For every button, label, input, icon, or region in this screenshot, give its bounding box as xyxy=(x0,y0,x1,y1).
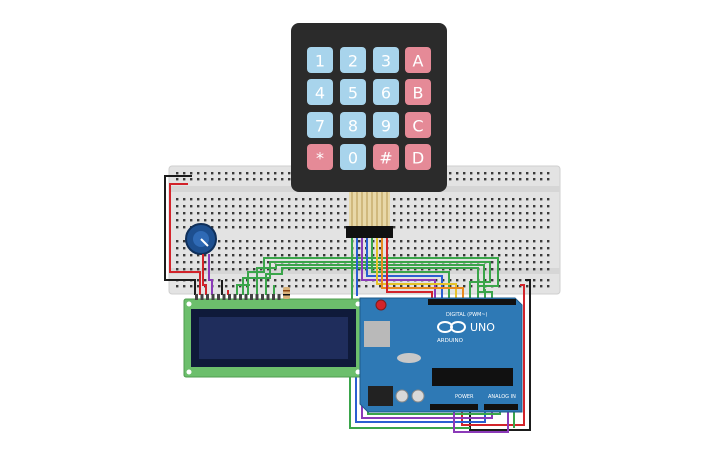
keypad-key-3[interactable]: 3 xyxy=(373,47,399,73)
keypad-key-7[interactable]: 7 xyxy=(307,112,333,138)
keypad-key-label: * xyxy=(316,149,324,168)
keypad-key-label: 9 xyxy=(381,117,391,136)
keypad-key-label: 2 xyxy=(348,52,358,71)
keypad-key-label: # xyxy=(379,149,392,168)
keypad-key-a[interactable]: A xyxy=(405,47,431,73)
keypad-key-c[interactable]: C xyxy=(405,112,431,138)
keypad-key-9[interactable]: 9 xyxy=(373,112,399,138)
keypad-key-star[interactable]: * xyxy=(307,144,333,170)
keypad-key-label: 1 xyxy=(315,52,325,71)
keypad-key-b[interactable]: B xyxy=(405,79,431,105)
potentiometer[interactable] xyxy=(185,223,217,255)
power-jack xyxy=(368,386,393,406)
keypad-key-2[interactable]: 2 xyxy=(340,47,366,73)
lcd-display[interactable] xyxy=(183,294,364,378)
crystal xyxy=(397,353,421,363)
resistor xyxy=(283,287,290,299)
power-header xyxy=(430,404,478,410)
usb-port xyxy=(364,321,390,347)
keypad[interactable]: 1 2 3 A 4 5 6 B 7 8 9 C * 0 # D xyxy=(291,23,447,238)
power-label: POWER xyxy=(455,394,474,400)
keypad-key-label: 8 xyxy=(348,117,358,136)
keypad-key-label: B xyxy=(413,84,424,103)
arduino-logo-icon xyxy=(437,321,466,333)
digital-label: DIGITAL (PWM~) xyxy=(446,312,488,318)
arduino-uno[interactable]: ARDUINO UNO DIGITAL (PWM~) POWER ANALOG … xyxy=(359,297,523,413)
keypad-key-6[interactable]: 6 xyxy=(373,79,399,105)
keypad-key-4[interactable]: 4 xyxy=(307,79,333,105)
keypad-key-label: 5 xyxy=(348,84,358,103)
keypad-key-label: 7 xyxy=(315,117,325,136)
analog-label: ANALOG IN xyxy=(488,394,516,400)
reset-button[interactable] xyxy=(375,299,387,311)
keypad-key-hash[interactable]: # xyxy=(373,144,399,170)
keypad-key-label: 0 xyxy=(348,149,358,168)
digital-header xyxy=(428,299,516,305)
atmega-chip xyxy=(432,368,513,386)
keypad-key-label: A xyxy=(413,52,424,71)
keypad-key-label: C xyxy=(412,117,423,136)
keypad-key-label: D xyxy=(412,149,424,168)
keypad-key-5[interactable]: 5 xyxy=(340,79,366,105)
keypad-key-1[interactable]: 1 xyxy=(307,47,333,73)
keypad-key-8[interactable]: 8 xyxy=(340,112,366,138)
capacitor-1 xyxy=(395,389,409,403)
arduino-model: UNO xyxy=(470,321,495,334)
lcd-screen xyxy=(199,317,348,359)
keypad-key-d[interactable]: D xyxy=(405,144,431,170)
keypad-key-label: 4 xyxy=(315,84,325,103)
keypad-key-label: 6 xyxy=(381,84,391,103)
analog-header xyxy=(484,404,518,410)
arduino-brand: ARDUINO xyxy=(437,338,464,344)
keypad-key-label: 3 xyxy=(381,52,391,71)
keypad-keys: 1 2 3 A 4 5 6 B 7 8 9 C * 0 # D xyxy=(307,47,431,170)
lcd-pins xyxy=(195,294,281,300)
keypad-ribbon xyxy=(346,192,393,238)
capacitor-2 xyxy=(411,389,425,403)
keypad-key-0[interactable]: 0 xyxy=(340,144,366,170)
